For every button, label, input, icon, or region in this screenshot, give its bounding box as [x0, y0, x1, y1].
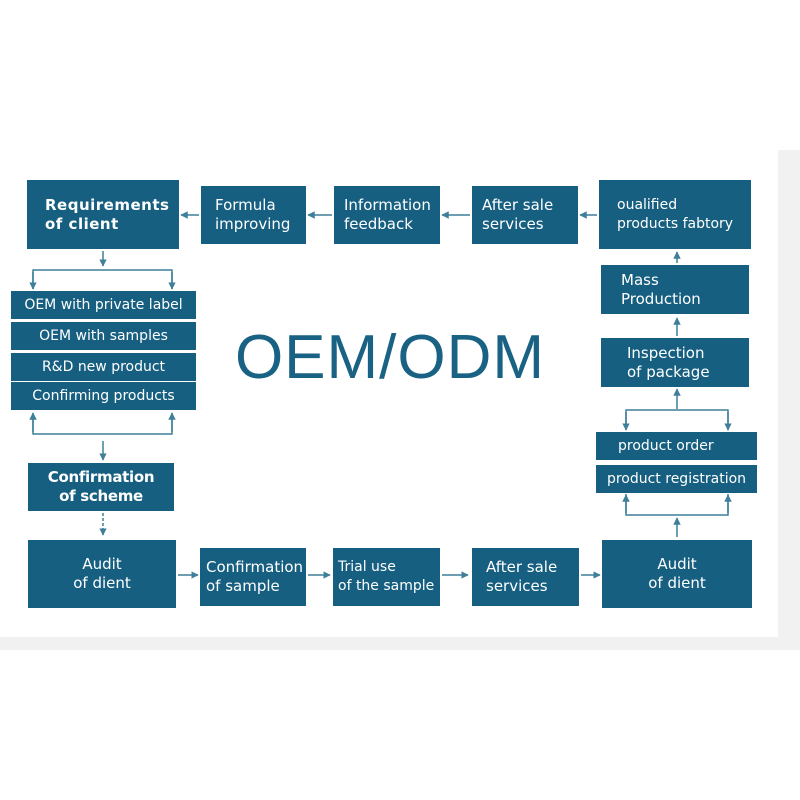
- bracket-left-top: [32, 269, 173, 289]
- node-mass-production: Mass Production: [601, 265, 749, 314]
- stack-item-oem-private-label: OEM with private label: [11, 291, 196, 319]
- stack-item-product-order: product order: [596, 432, 757, 460]
- node-audit-of-client-left: Audit of dient: [28, 540, 176, 608]
- panel-shadow-right: [778, 150, 800, 650]
- node-audit-of-client-right: Audit of dient: [602, 540, 752, 608]
- node-trial-use-of-sample: Trial use of the sample: [333, 548, 440, 606]
- node-after-sale-services-bottom: After sale services: [472, 548, 579, 606]
- stack-item-confirming-products: Confirming products: [11, 382, 196, 410]
- bracket-right-top: [625, 409, 729, 430]
- node-requirements-of-client: Requirements of client: [27, 180, 179, 249]
- diagram-title: OEM/ODM: [234, 323, 546, 392]
- stack-item-oem-samples: OEM with samples: [11, 322, 196, 350]
- node-information-feedback: Information feedback: [334, 186, 440, 244]
- panel-shadow-bottom: [0, 637, 800, 650]
- stack-item-product-registration: product registration: [596, 465, 757, 493]
- bracket-right-bottom: [625, 494, 729, 516]
- node-confirmation-of-sample: Confirmation of sample: [200, 548, 306, 606]
- node-qualified-products-factory: oualified products fabtory: [599, 180, 751, 249]
- node-inspection-of-package: Inspection of package: [601, 338, 749, 387]
- node-formula-improving: Formula improving: [201, 186, 306, 244]
- stack-item-rd-new-product: R&D new product: [11, 353, 196, 381]
- node-after-sale-services-top: After sale services: [472, 186, 578, 244]
- bracket-left-bottom: [32, 413, 173, 435]
- node-confirmation-of-scheme: Confirmation of scheme: [28, 463, 174, 511]
